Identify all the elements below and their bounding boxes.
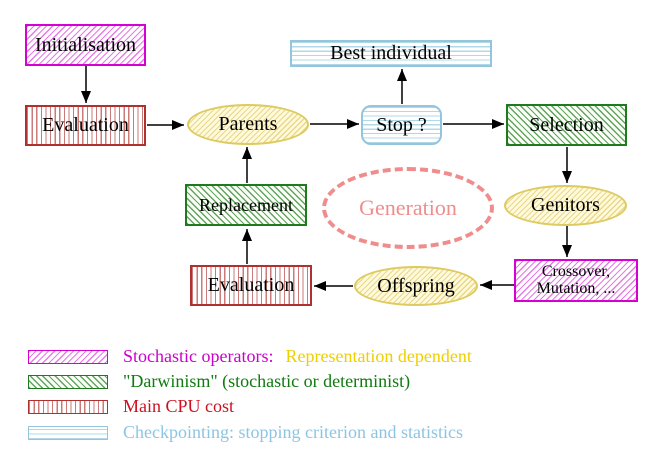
generation-cycle-ellipse: Generation <box>322 167 494 249</box>
legend-label-representation-dependent: Representation dependent <box>285 346 472 366</box>
legend-swatch-checkpointing <box>28 425 108 440</box>
node-offspring-label: Offspring <box>377 274 455 297</box>
legend-label-darwinism: "Darwinism" (stochastic or determinist) <box>123 371 411 391</box>
legend-row-stochastic: Stochastic operators: Representation dep… <box>28 346 472 367</box>
node-stop-label: Stop ? <box>376 113 427 136</box>
node-crossover-label-line1: Crossover, <box>541 262 611 280</box>
legend-label-stochastic: Stochastic operators: <box>123 346 274 366</box>
legend-row-darwinism: "Darwinism" (stochastic or determinist) <box>28 371 410 392</box>
node-best-individual: Best individual <box>290 40 492 67</box>
generation-label: Generation <box>359 195 457 221</box>
node-evaluation-top: Evaluation <box>25 105 146 146</box>
node-parents-label: Parents <box>218 113 278 135</box>
node-selection-label: Selection <box>529 113 604 136</box>
node-crossover-mutation: Crossover, Mutation, ... <box>514 259 638 302</box>
node-parents: Parents <box>187 104 309 145</box>
node-best-individual-label: Best individual <box>330 42 452 64</box>
node-evaluation-bottom-label: Evaluation <box>207 274 295 296</box>
node-evaluation-bottom: Evaluation <box>190 265 312 306</box>
node-stop: Stop ? <box>361 105 442 145</box>
legend-label-checkpointing: Checkpointing: stopping criterion and st… <box>123 422 463 442</box>
legend-label-cpu-cost: Main CPU cost <box>123 396 235 416</box>
legend-swatch-stochastic-operators <box>28 349 108 364</box>
legend-row-checkpointing: Checkpointing: stopping criterion and st… <box>28 422 463 443</box>
node-genitors-label: Genitors <box>531 194 600 216</box>
legend-swatch-cpu-cost <box>28 399 108 414</box>
node-initialisation-label: Initialisation <box>34 33 137 56</box>
legend-row-cpu-cost: Main CPU cost <box>28 396 234 417</box>
node-initialisation: Initialisation <box>25 24 146 66</box>
node-replacement-label: Replacement <box>199 194 293 215</box>
node-crossover-label-line2: Mutation, ... <box>536 279 616 297</box>
node-genitors: Genitors <box>504 185 627 226</box>
node-offspring: Offspring <box>354 266 478 306</box>
node-evaluation-top-label: Evaluation <box>42 114 129 136</box>
node-selection: Selection <box>506 104 627 146</box>
legend-swatch-darwinism <box>28 374 108 389</box>
node-replacement: Replacement <box>185 184 307 226</box>
